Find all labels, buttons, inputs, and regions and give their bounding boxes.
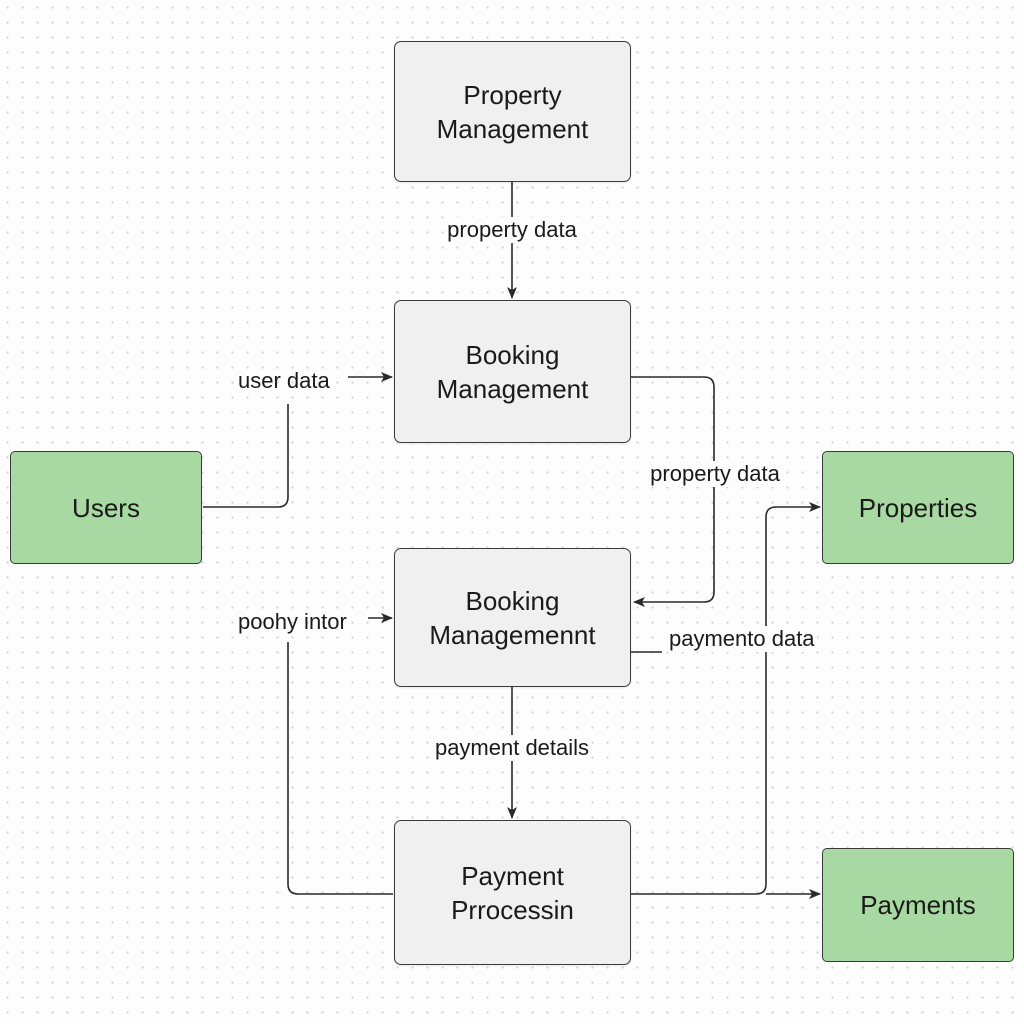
edge-booking1-to-booking2 (631, 376, 715, 607)
node-booking-management-2[interactable]: Booking Managemennt (394, 548, 631, 687)
node-booking-management[interactable]: Booking Management (394, 300, 631, 443)
edge-payment-to-booking2 (287, 642, 393, 895)
node-users[interactable]: Users (10, 451, 202, 564)
label-property-data-right: property data (648, 461, 782, 487)
node-property-management[interactable]: Property Management (394, 41, 631, 182)
label-property-data-top: property data (445, 217, 579, 243)
node-payment-processing[interactable]: Payment Prrocessin (394, 820, 631, 965)
label-payment-details: payment details (432, 735, 592, 761)
edge-payment-to-properties (631, 502, 821, 895)
label-paymento-data: paymento data (667, 626, 817, 652)
label-poohy-intor: poohy intor (238, 609, 347, 634)
node-properties[interactable]: Properties (822, 451, 1014, 564)
label-user-data: user data (238, 368, 330, 393)
node-payments[interactable]: Payments (822, 848, 1014, 962)
edge-users-to-booking (203, 404, 289, 508)
